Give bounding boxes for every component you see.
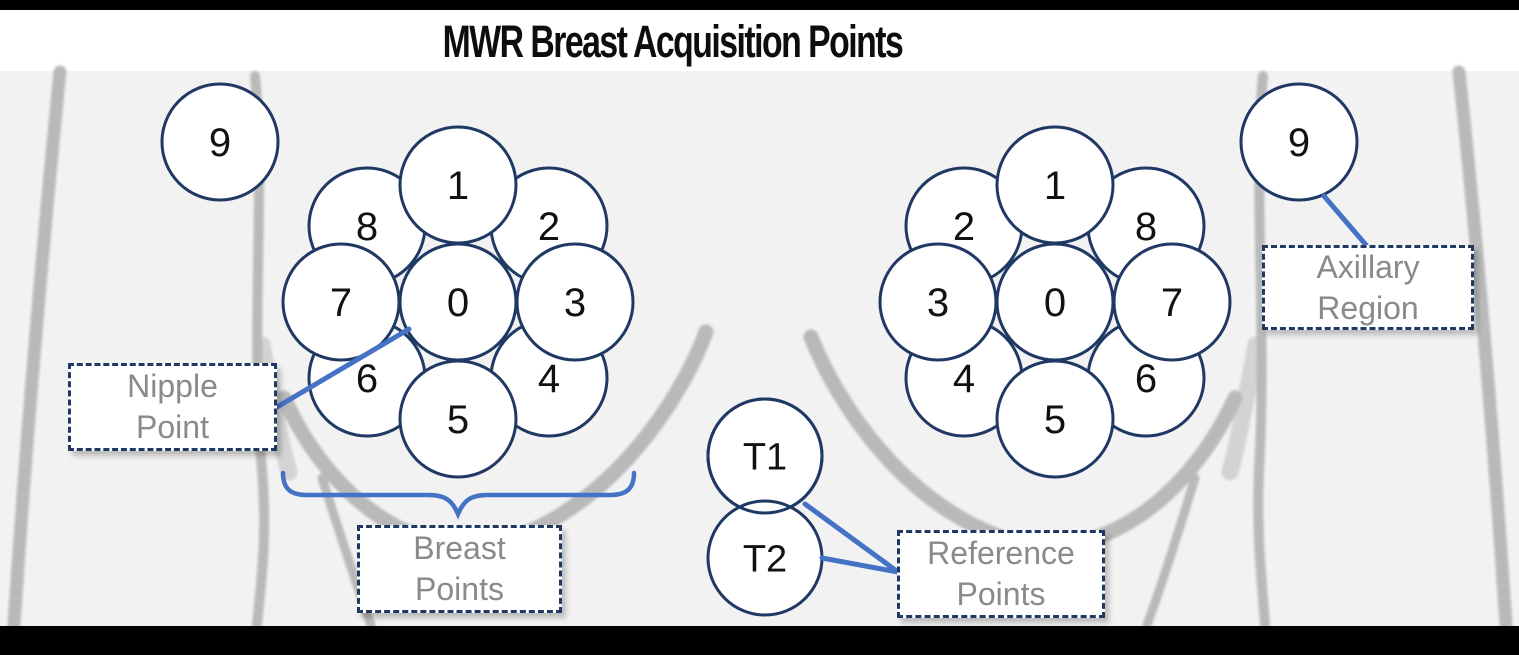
point-right-7-label: 7 <box>1161 281 1183 325</box>
point-left-6-label: 6 <box>356 357 378 401</box>
point-right-1: 1 <box>995 125 1115 245</box>
callout-nipple-point: Nipple Point <box>68 363 277 451</box>
point-left-7-label: 7 <box>330 281 352 325</box>
reference-point-t1-outline <box>706 397 824 515</box>
nipple-connector-line <box>274 326 412 410</box>
callout-reference-line2: Points <box>956 576 1046 612</box>
point-left-1: 1 <box>398 125 518 245</box>
reference-point-t1-label: T1 <box>743 436 787 478</box>
left-breast-cluster: 2 4 6 8 1 3 5 7 0 9 <box>160 82 635 479</box>
reference-connector-line-t2 <box>819 555 901 575</box>
point-left-0-label: 0 <box>447 281 469 325</box>
sketch-right-shade <box>1221 336 1265 481</box>
point-right-0: 0 <box>995 242 1115 362</box>
point-right-5-label: 5 <box>1044 398 1066 442</box>
callout-breast-line1: Breast <box>413 530 506 566</box>
callout-axillary-line2: Region <box>1317 289 1419 326</box>
point-left-9-axillary: 9 <box>160 82 280 202</box>
point-right-9-label: 9 <box>1288 121 1310 165</box>
callout-breast-points: Breast Points <box>357 525 562 613</box>
point-right-0-label: 0 <box>1044 281 1066 325</box>
sketch-right-arm <box>1452 65 1513 632</box>
point-left-1-label: 1 <box>447 164 469 208</box>
point-right-2-label: 2 <box>953 205 975 249</box>
axillary-connector-line <box>1321 193 1369 248</box>
callout-breast-line2: Points <box>415 571 504 607</box>
point-right-4-label: 4 <box>953 357 975 401</box>
sketch-left-arm <box>7 65 67 632</box>
title-wrap: MWR Breast Acquisition Points <box>0 16 1344 68</box>
point-right-5: 5 <box>995 359 1115 479</box>
reference-point-t2-label: T2 <box>743 538 787 580</box>
frame-bottom-bar <box>0 626 1519 655</box>
reference-point-t2: T2 <box>706 499 824 617</box>
callout-axillary-region: Axillary Region <box>1262 245 1474 330</box>
point-left-4-label: 4 <box>538 357 560 401</box>
point-left-5: 5 <box>398 359 518 479</box>
connectors <box>274 193 1369 575</box>
point-left-3: 3 <box>515 242 635 362</box>
callout-nipple-line1: Nipple <box>127 368 218 404</box>
point-left-2-label: 2 <box>538 205 560 249</box>
callout-reference-points: Reference Points <box>897 530 1105 618</box>
frame-top-bar <box>0 0 1519 10</box>
point-left-9-label: 9 <box>209 121 231 165</box>
reference-connector-line-t1 <box>802 501 901 575</box>
point-right-6-label: 6 <box>1135 357 1157 401</box>
page-title: MWR Breast Acquisition Points <box>442 16 903 67</box>
breast-points-brace <box>280 470 637 520</box>
point-right-3: 3 <box>878 242 998 362</box>
reference-points-group: T1 T2 <box>706 397 824 617</box>
point-right-3-label: 3 <box>927 281 949 325</box>
sketch-right-fold <box>1142 473 1200 630</box>
callout-axillary-line1: Axillary <box>1316 248 1420 285</box>
point-right-7: 7 <box>1112 242 1232 362</box>
callout-nipple-line2: Point <box>136 409 209 445</box>
point-left-0: 0 <box>398 242 518 362</box>
point-left-3-label: 3 <box>564 281 586 325</box>
point-left-5-label: 5 <box>447 398 469 442</box>
right-breast-cluster: 2 4 6 8 1 3 5 7 0 9 <box>878 82 1359 479</box>
point-left-8-label: 8 <box>356 205 378 249</box>
callout-reference-line1: Reference <box>927 535 1075 571</box>
point-right-9-axillary: 9 <box>1239 82 1359 202</box>
point-right-1-label: 1 <box>1044 164 1066 208</box>
title-band <box>0 10 1519 71</box>
point-right-8-label: 8 <box>1135 205 1157 249</box>
